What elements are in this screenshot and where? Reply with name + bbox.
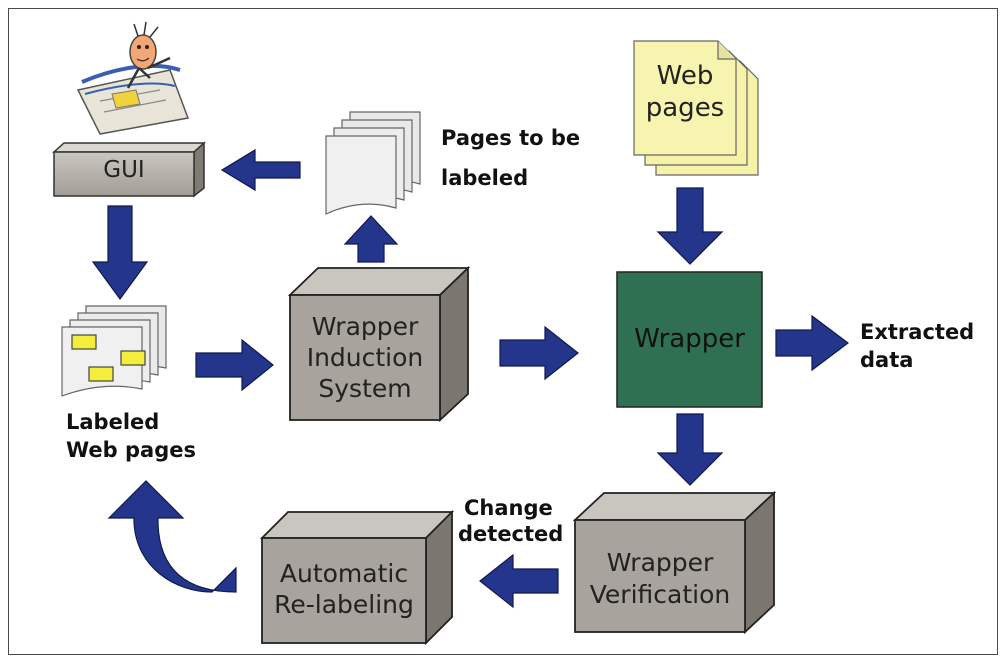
diagram-frame <box>8 8 998 655</box>
arrow-induction-to-wrapper <box>499 325 579 381</box>
wrapper-label: Wrapper <box>634 324 745 354</box>
arrow-wrapper-to-extracted <box>775 314 849 372</box>
arrow-gui-to-labeled <box>91 205 149 301</box>
gui-label: GUI <box>103 157 145 183</box>
arrow-induction-to-pages <box>343 215 399 263</box>
relabeling-cube <box>259 509 455 646</box>
arrow-labeled-to-induction <box>195 338 274 392</box>
user-cartoon-icon <box>76 21 190 135</box>
arrow-webpages-to-wrapper <box>656 187 724 265</box>
labeled-pages-icon <box>61 305 167 397</box>
pages-to-label-icon <box>325 111 421 215</box>
arrow-wrapper-to-verification <box>656 413 724 486</box>
web-pages-icon <box>633 40 759 176</box>
gui-box <box>52 141 206 198</box>
induction-system-cube <box>287 265 471 423</box>
wrapper-box <box>616 271 763 408</box>
verification-cube <box>572 490 777 635</box>
arrow-relabel-to-labeled <box>107 480 237 593</box>
flow-arrows <box>91 148 849 609</box>
arrow-verification-to-relabel <box>479 553 559 609</box>
arrow-pages-to-gui <box>220 148 301 192</box>
